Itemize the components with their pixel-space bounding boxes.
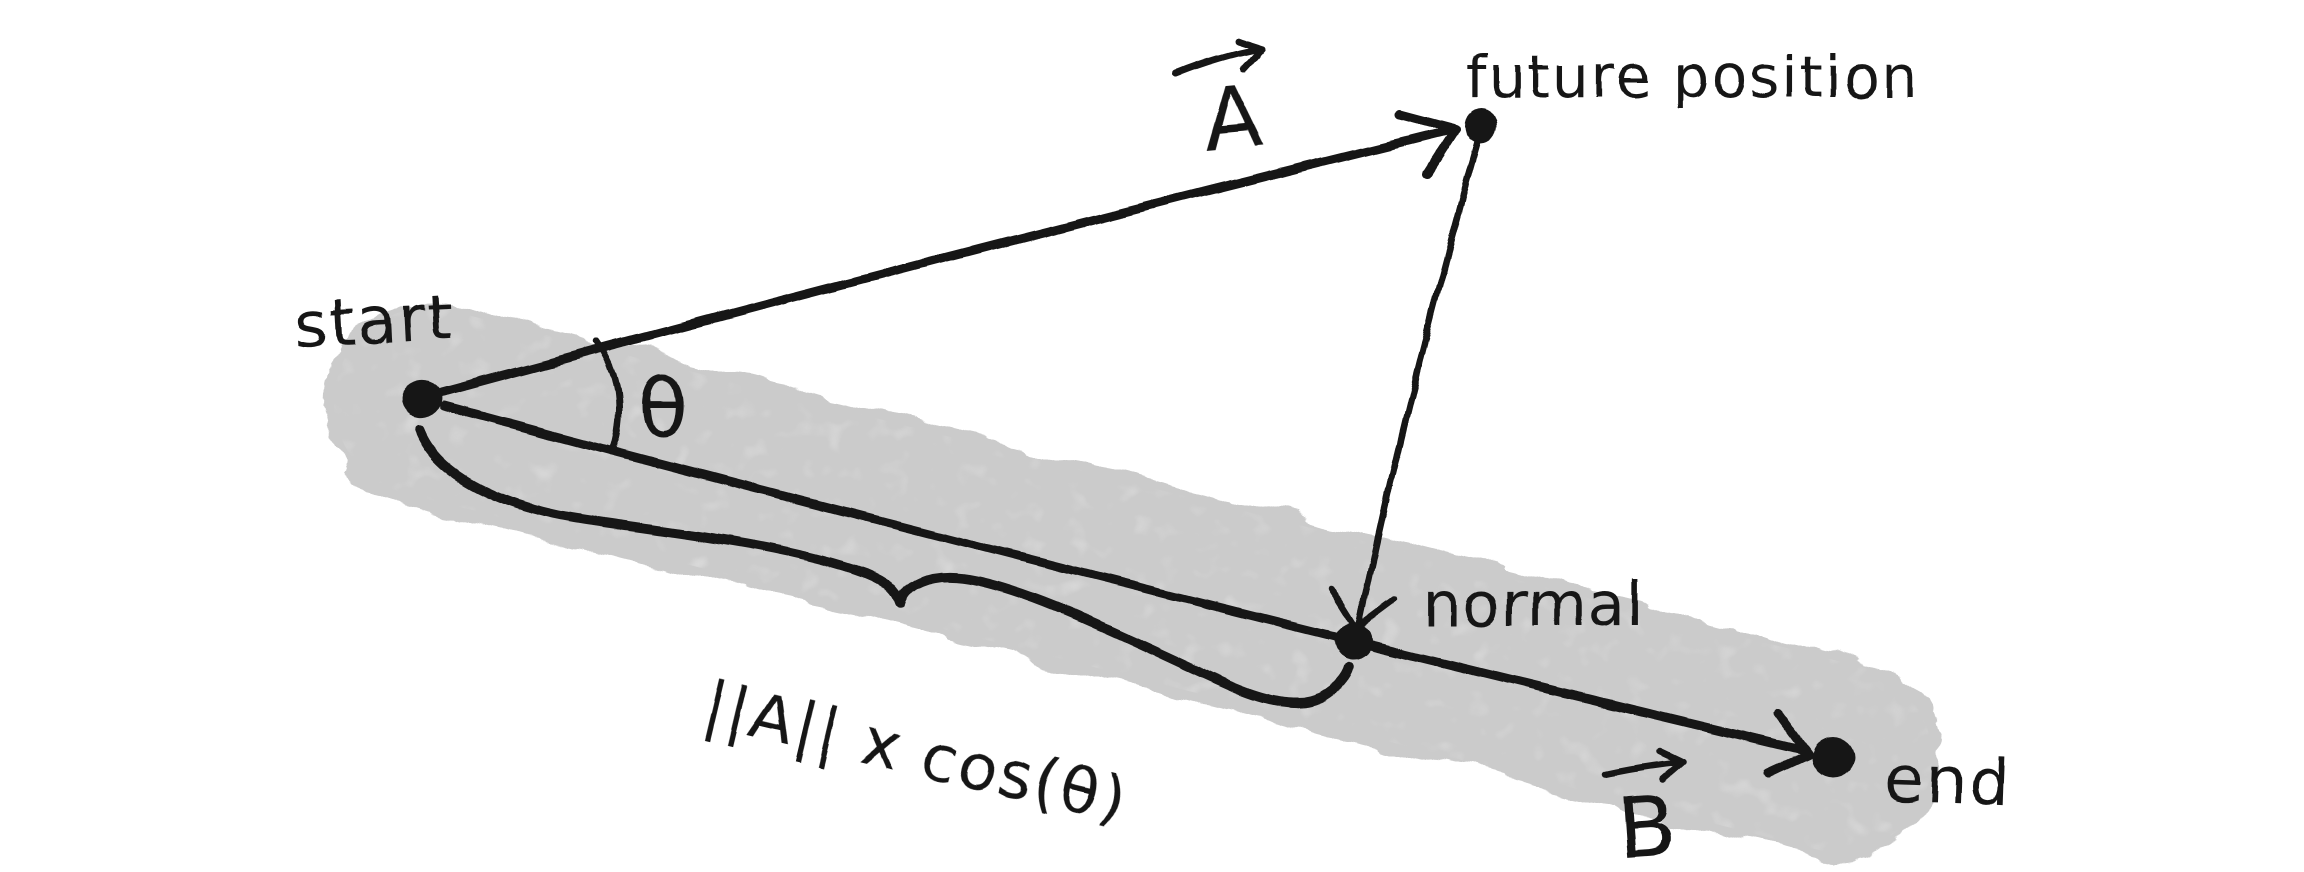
start-label: start	[293, 281, 456, 363]
path-vector-line	[439, 401, 1806, 755]
theta-angle-arc	[593, 338, 623, 456]
vector-a-hat-head	[1233, 37, 1266, 74]
end-point	[1811, 737, 1855, 779]
projection-underbrace	[414, 425, 1354, 708]
start-point	[400, 379, 442, 419]
vector-b-hat-arrow	[1602, 747, 1687, 784]
future-position-label: future position	[1466, 43, 1919, 111]
theta-label: θ	[638, 362, 688, 457]
normal-point	[1334, 622, 1372, 660]
vector-a-line	[436, 126, 1452, 397]
path-vector-arrowhead	[1764, 709, 1813, 778]
projection-line	[1355, 139, 1482, 629]
future-position-point	[1465, 108, 1497, 144]
vector-a-label: A	[1199, 66, 1266, 171]
vector-b-hat-shaft	[1602, 758, 1685, 778]
end-label: end	[1883, 743, 2012, 821]
projection-length-label: ||A|| x cos(θ)	[696, 668, 1135, 840]
vector-a-arrowhead	[1395, 109, 1461, 179]
normal-label: normal	[1422, 568, 1645, 641]
vector-b-label: B	[1615, 776, 1679, 872]
ink-layer	[400, 37, 1855, 784]
vector-a-hat-shaft	[1172, 45, 1264, 78]
vector-b-hat-head	[1656, 747, 1687, 784]
vector-a-hat-arrow	[1172, 37, 1266, 78]
